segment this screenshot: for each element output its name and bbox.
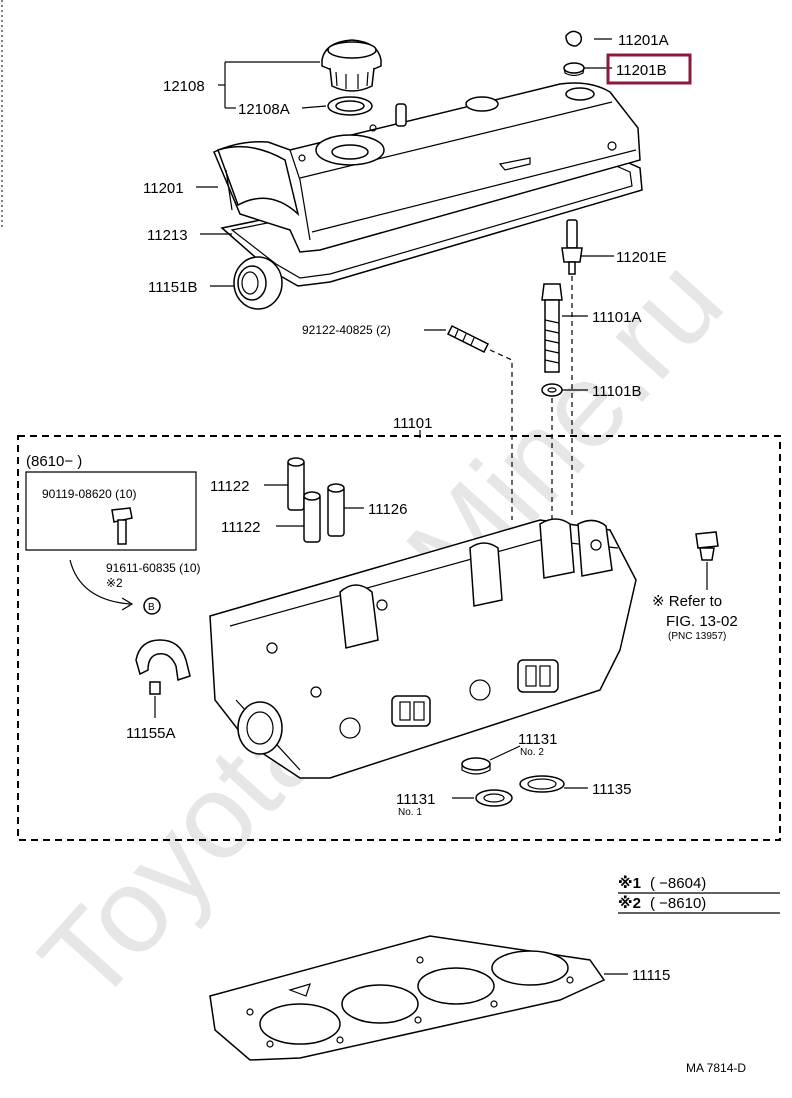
stud-92122-part — [446, 324, 490, 354]
stud-11201e-part — [561, 219, 583, 275]
label-11115[interactable]: 11115 — [632, 967, 670, 984]
seal-11131-no1-part — [475, 789, 513, 807]
refer-line-1: ※ Refer to — [652, 593, 722, 610]
oil-filler-cap-part — [321, 39, 382, 92]
label-90119[interactable]: 90119-08620 (10) — [42, 487, 137, 501]
label-91611[interactable]: 91611-60835 (10) — [106, 561, 201, 575]
circle-b-letter: B — [148, 602, 155, 613]
cylinder-head-part — [209, 518, 637, 779]
label-11101a[interactable]: 11101A — [592, 309, 642, 326]
grommet-11201a-part — [565, 30, 583, 47]
label-11201[interactable]: 11201 — [143, 180, 184, 197]
label-11155a[interactable]: 11155A — [126, 725, 176, 742]
seal-washer-11201b-part — [563, 62, 585, 77]
refer-line-2[interactable]: FIG. 13-02 — [666, 613, 738, 630]
highlight-box-11201b — [606, 53, 692, 85]
bearing-cap-part — [135, 639, 191, 695]
label-12108[interactable]: 12108 — [163, 78, 205, 95]
note-1-mark: ※1 — [618, 874, 641, 892]
label-11122-a[interactable]: 11122 — [210, 478, 250, 495]
label-11131-no2[interactable]: 11131 — [518, 731, 558, 748]
circle-b-marker — [143, 597, 161, 615]
label-11126[interactable]: 11126 — [368, 501, 408, 518]
valve-guide-11126-part — [327, 483, 345, 537]
label-no2: No. 2 — [520, 747, 544, 758]
washer-11101b-part — [541, 383, 563, 397]
assembly-11101-box — [17, 435, 781, 841]
label-11201e[interactable]: 11201E — [616, 249, 667, 266]
label-11101[interactable]: 11101 — [393, 415, 433, 432]
bolt-90119-part — [111, 507, 133, 545]
oil-seal-11151b-part — [233, 256, 283, 310]
seal-11131-no2-part — [461, 757, 491, 775]
seal-11135-part — [519, 775, 565, 793]
cap-gasket-part — [327, 96, 373, 116]
note-1-range: ( −8604) — [650, 875, 706, 892]
leader-lines — [196, 38, 628, 975]
label-11101b[interactable]: 11101B — [592, 383, 642, 400]
label-11135[interactable]: 11135 — [592, 781, 632, 798]
valve-guide-11122-part — [287, 457, 321, 543]
note-2-range: ( −8610) — [650, 895, 706, 912]
sensor-part — [695, 531, 719, 561]
note-2-mark: ※2 — [618, 894, 641, 912]
label-12108a[interactable]: 12108A — [238, 101, 290, 118]
label-no1: No. 1 — [398, 807, 422, 818]
refer-line-3: (PNC 13957) — [668, 631, 726, 642]
label-8610-range: (8610− ) — [26, 453, 82, 470]
sub-box-8610 — [25, 471, 197, 551]
label-11122-b[interactable]: 11122 — [221, 519, 261, 536]
label-11201a[interactable]: 11201A — [618, 32, 669, 49]
figure-code: MA 7814-D — [686, 1061, 746, 1075]
label-11131-no1[interactable]: 11131 — [396, 791, 436, 808]
head-bolt-11101a-part — [541, 283, 563, 373]
label-11213[interactable]: 11213 — [147, 227, 188, 244]
label-note2-mark: ※2 — [106, 576, 123, 590]
label-11201b[interactable]: 11201B — [616, 62, 667, 79]
label-92122[interactable]: 92122-40825 (2) — [302, 323, 391, 337]
head-gasket-part — [209, 935, 606, 1061]
label-11151b[interactable]: 11151B — [148, 279, 198, 296]
